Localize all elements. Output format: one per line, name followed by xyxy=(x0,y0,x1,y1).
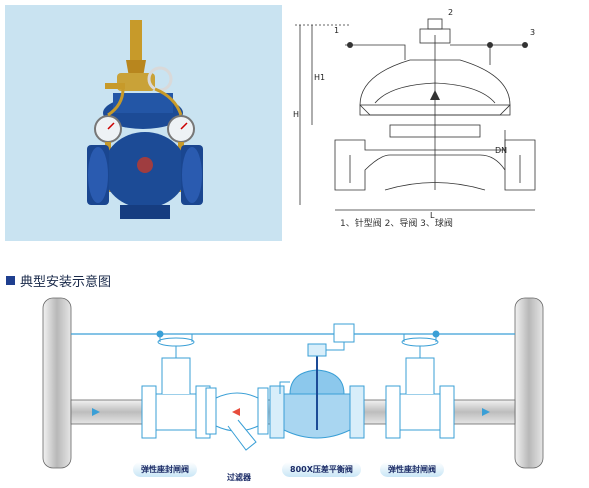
strainer-icon xyxy=(205,387,269,451)
technical-drawing: 1 2 3 H1 H DN L xyxy=(290,5,587,241)
title-square-icon xyxy=(6,275,15,285)
installation-diagram: 弹性座封闸阀 过滤器 800X压差平衡阀 弹性座封闸阀 xyxy=(0,290,589,484)
pilot-rod-icon xyxy=(130,20,142,60)
section-title: 典型安装示意图 xyxy=(6,270,111,290)
body-outline-icon xyxy=(334,139,536,191)
drawing-legend: 1、针型阀 2、导阀 3、球阀 xyxy=(340,219,453,229)
gate-valve-left-icon xyxy=(141,330,211,439)
cross-section-drawing: 1 2 3 H1 H DN L xyxy=(293,8,536,220)
bonnet-outline-icon xyxy=(359,59,511,116)
pilot-body-icon xyxy=(117,73,155,91)
callout-1: 1 xyxy=(334,26,339,35)
callout-2: 2 xyxy=(448,8,453,17)
label-strainer: 过滤器 xyxy=(227,473,251,482)
dim-dn: DN xyxy=(495,146,507,155)
label-gate-valve-left: 弹性座封闸阀 xyxy=(133,462,197,477)
differential-pressure-valve-icon xyxy=(269,323,365,439)
dim-h: H xyxy=(293,110,299,119)
gate-valve-right-icon xyxy=(385,330,455,439)
valve-photo-illustration xyxy=(87,20,203,219)
vertical-pipe-right-icon xyxy=(514,297,544,469)
section-title-text: 典型安装示意图 xyxy=(20,274,112,290)
label-main-valve: 800X压差平衡阀 xyxy=(282,462,361,477)
installation-drawing xyxy=(42,297,544,469)
valve-photo xyxy=(5,5,282,241)
callout-3: 3 xyxy=(530,28,535,37)
label-gate-valve-right: 弹性座封闸阀 xyxy=(380,462,444,477)
dim-h1: H1 xyxy=(314,73,325,82)
vertical-pipe-left-icon xyxy=(42,297,72,469)
dim-l: L xyxy=(430,211,435,220)
